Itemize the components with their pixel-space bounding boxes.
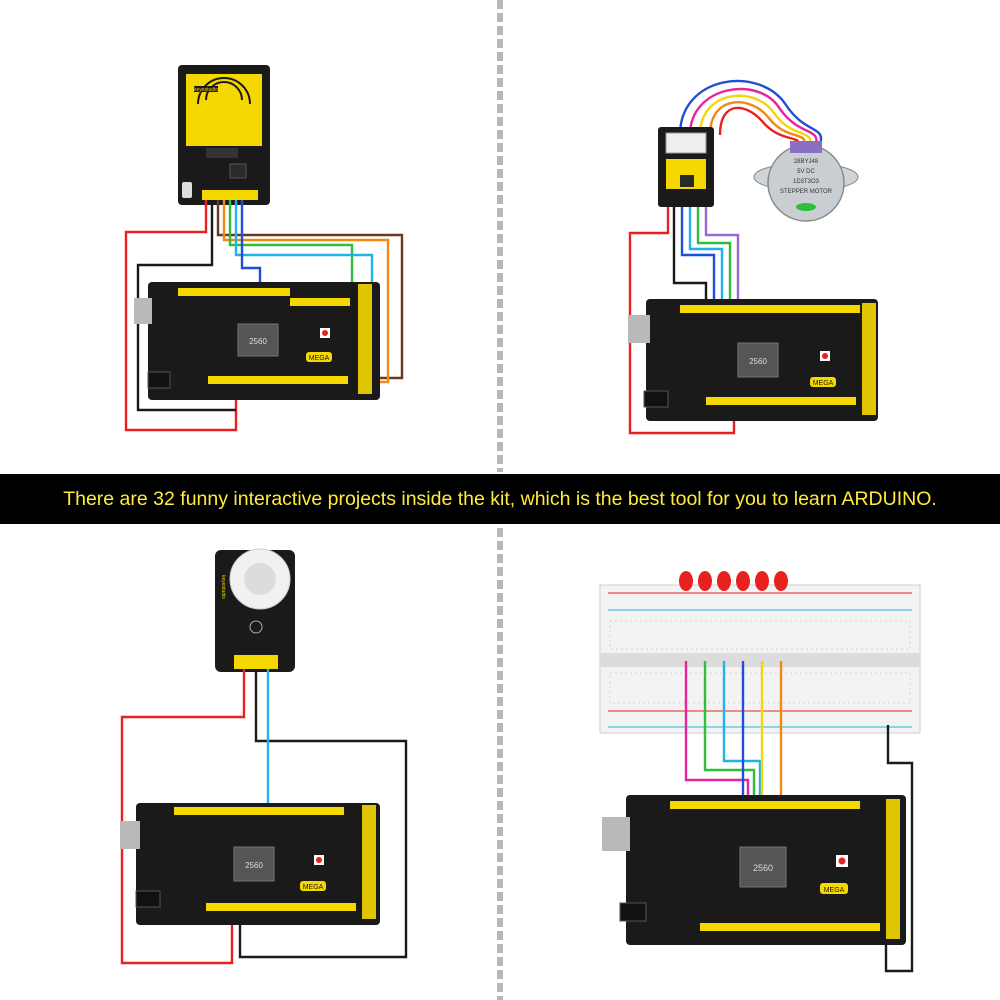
stepper-diagram: 28BYJ48 5V DC 1D3T3O3 STEPPER MOTOR bbox=[628, 79, 878, 435]
led-wires bbox=[684, 661, 914, 973]
stepper-motor: 28BYJ48 5V DC 1D3T3O3 STEPPER MOTOR bbox=[753, 141, 859, 222]
leds-arduino: 2560 MEGA bbox=[602, 795, 906, 945]
panel-leds: 2560 MEGA bbox=[590, 565, 930, 975]
mega-badge-4: MEGA bbox=[824, 887, 845, 894]
leds-diagram: 2560 MEGA bbox=[599, 571, 921, 973]
stepper-label-line-4: STEPPER MOTOR bbox=[780, 189, 833, 195]
chip-label-3: 2560 bbox=[245, 861, 263, 870]
chip-label-4: 2560 bbox=[753, 863, 773, 873]
stepper-arduino: 2560 MEGA bbox=[628, 299, 878, 421]
stepper-wires-loop bbox=[678, 79, 823, 146]
banner-text: There are 32 funny interactive projects … bbox=[63, 487, 937, 510]
led-row bbox=[679, 571, 788, 591]
chip-label-1: 2560 bbox=[249, 337, 267, 346]
wire-black bbox=[238, 669, 408, 959]
wire-purple bbox=[704, 207, 740, 305]
rfid-wires bbox=[124, 200, 404, 432]
breadboard bbox=[599, 584, 921, 734]
pir-brand: keyestudio bbox=[220, 575, 226, 599]
stepper-label-line-3: 1D3T3O3 bbox=[793, 179, 820, 185]
mega-badge-3: MEGA bbox=[303, 884, 324, 891]
rfid-module: keyestudio bbox=[178, 65, 270, 205]
rfid-diagram: keyestudio bbox=[124, 65, 404, 432]
banner: There are 32 funny interactive projects … bbox=[0, 474, 1000, 524]
pir-module: keyestudio bbox=[215, 548, 295, 672]
stepper-driver bbox=[658, 127, 714, 207]
wire-cyan bbox=[688, 207, 724, 305]
divider-top bbox=[497, 0, 503, 472]
wire-blue bbox=[680, 207, 716, 305]
pir-diagram: keyestudio 2560 MEGA bbox=[120, 548, 408, 965]
wire-green bbox=[703, 661, 756, 805]
wire-orange bbox=[222, 200, 390, 384]
stepper-label-line-1: 28BYJ48 bbox=[794, 159, 819, 165]
chip-label-2: 2560 bbox=[749, 357, 767, 366]
wire-green bbox=[696, 207, 732, 305]
pir-arduino: 2560 MEGA bbox=[120, 803, 380, 925]
wire-blue bbox=[240, 200, 262, 286]
wire-black bbox=[136, 200, 236, 412]
panel-rfid: keyestudio bbox=[110, 60, 420, 440]
stepper-label-line-2: 5V DC bbox=[797, 169, 815, 175]
rfid-brand: keyestudio bbox=[194, 87, 218, 93]
mega-badge-2: MEGA bbox=[813, 380, 834, 387]
rfid-arduino: 2560 MEGA bbox=[134, 282, 380, 400]
mega-badge-1: MEGA bbox=[309, 355, 330, 362]
wire-pink bbox=[684, 661, 750, 805]
panel-pir: keyestudio 2560 MEGA bbox=[110, 545, 420, 965]
wire-black bbox=[672, 207, 708, 305]
divider-bottom bbox=[497, 528, 503, 1000]
wire-red bbox=[124, 200, 238, 432]
wire-black bbox=[884, 725, 914, 973]
panel-stepper: 28BYJ48 5V DC 1D3T3O3 STEPPER MOTOR bbox=[610, 65, 900, 445]
